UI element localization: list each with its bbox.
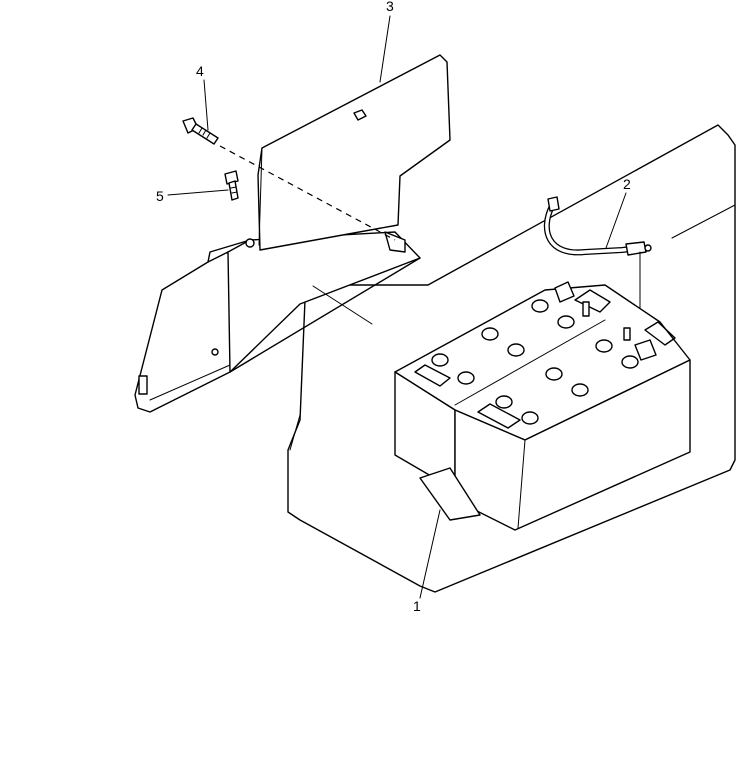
bolt-short [224, 170, 239, 201]
callout-label-2: 2 [623, 176, 631, 192]
cover-plate [257, 54, 451, 251]
callout-label-5: 5 [156, 188, 164, 204]
leader-lines [167, 15, 627, 599]
battery-caps [431, 299, 639, 425]
callout-label-3: 3 [386, 0, 394, 14]
callout-label-4: 4 [196, 63, 204, 79]
mounting-bracket [134, 231, 421, 413]
battery-cable [543, 196, 652, 341]
callout-label-1: 1 [413, 598, 421, 614]
battery [394, 281, 691, 531]
assembly-line [219, 145, 396, 241]
battery-box [287, 124, 736, 593]
bolt-long [182, 117, 219, 145]
